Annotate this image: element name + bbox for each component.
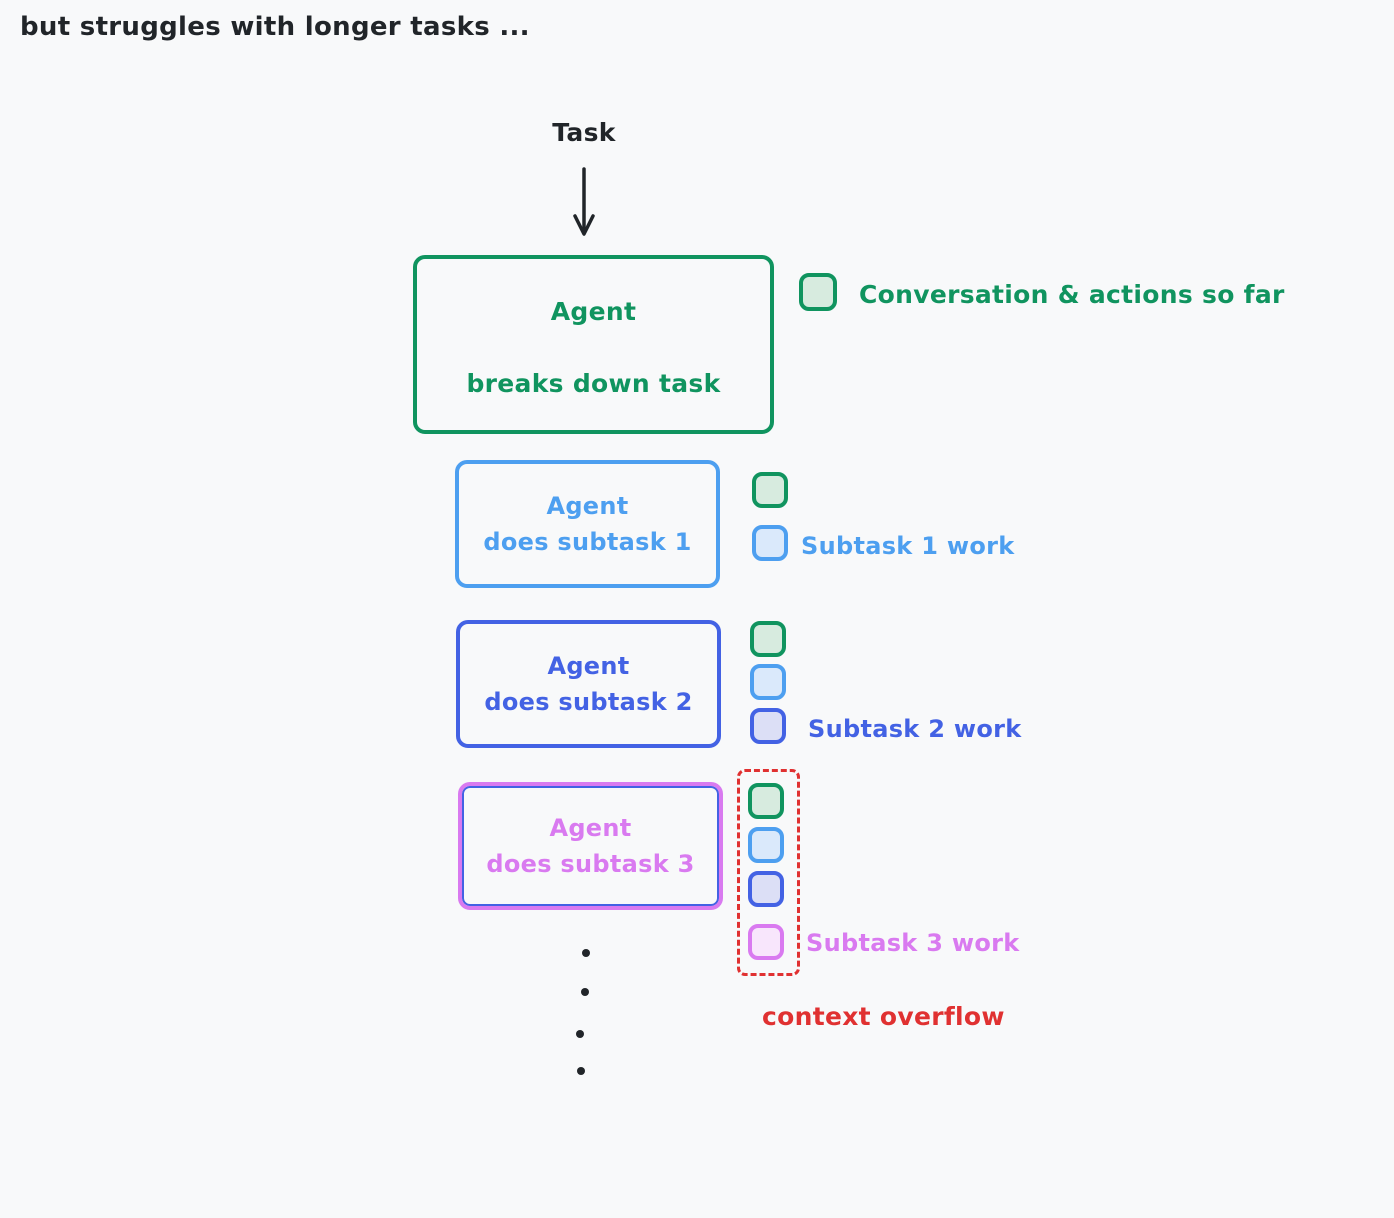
ellipsis-dot [577,1067,585,1075]
conversation-legend-label: Conversation & actions so far [859,280,1285,309]
task-label: Task [552,118,616,147]
agent-breaks-down-task-box: Agent breaks down task [413,255,774,434]
subtask2-context-chip-green [750,621,786,657]
subtask1-context-chip-light-blue [752,525,788,561]
subtask3-context-chip-green [748,783,784,819]
subtask2-line2: does subtask 2 [484,688,693,716]
agent-subtask-1-box: Agent does subtask 1 [455,460,720,588]
agent-subtask-2-box: Agent does subtask 2 [456,620,721,748]
agent-box-subtitle: breaks down task [466,369,721,398]
subtask2-line1: Agent [547,652,630,680]
page-title: but struggles with longer tasks ... [20,12,530,42]
subtask3-line2: does subtask 3 [486,850,695,878]
context-overflow-label: context overflow [762,1002,1005,1031]
conversation-context-chip [799,273,837,311]
agent-subtask-3-box: Agent does subtask 3 [458,782,723,910]
ellipsis-dot [576,1030,584,1038]
subtask2-work-label: Subtask 2 work [808,715,1022,743]
ellipsis-dot [582,949,590,957]
subtask1-line1: Agent [546,492,629,520]
subtask3-work-label: Subtask 3 work [806,929,1020,957]
subtask1-work-label: Subtask 1 work [801,532,1015,560]
subtask2-context-chip-light-blue [750,664,786,700]
agent-box-title: Agent [550,297,637,326]
subtask3-line1: Agent [549,814,632,842]
subtask3-context-chip-light-blue [748,827,784,863]
ellipsis-dot [581,988,589,996]
down-arrow-icon [573,167,595,236]
context-overflow-dashed-outline [737,769,800,976]
subtask2-context-chip-royal-blue [750,708,786,744]
subtask1-line2: does subtask 1 [483,528,692,556]
subtask3-context-chip-violet [748,924,784,960]
subtask1-context-chip-green [752,472,788,508]
subtask3-context-chip-royal-blue [748,871,784,907]
